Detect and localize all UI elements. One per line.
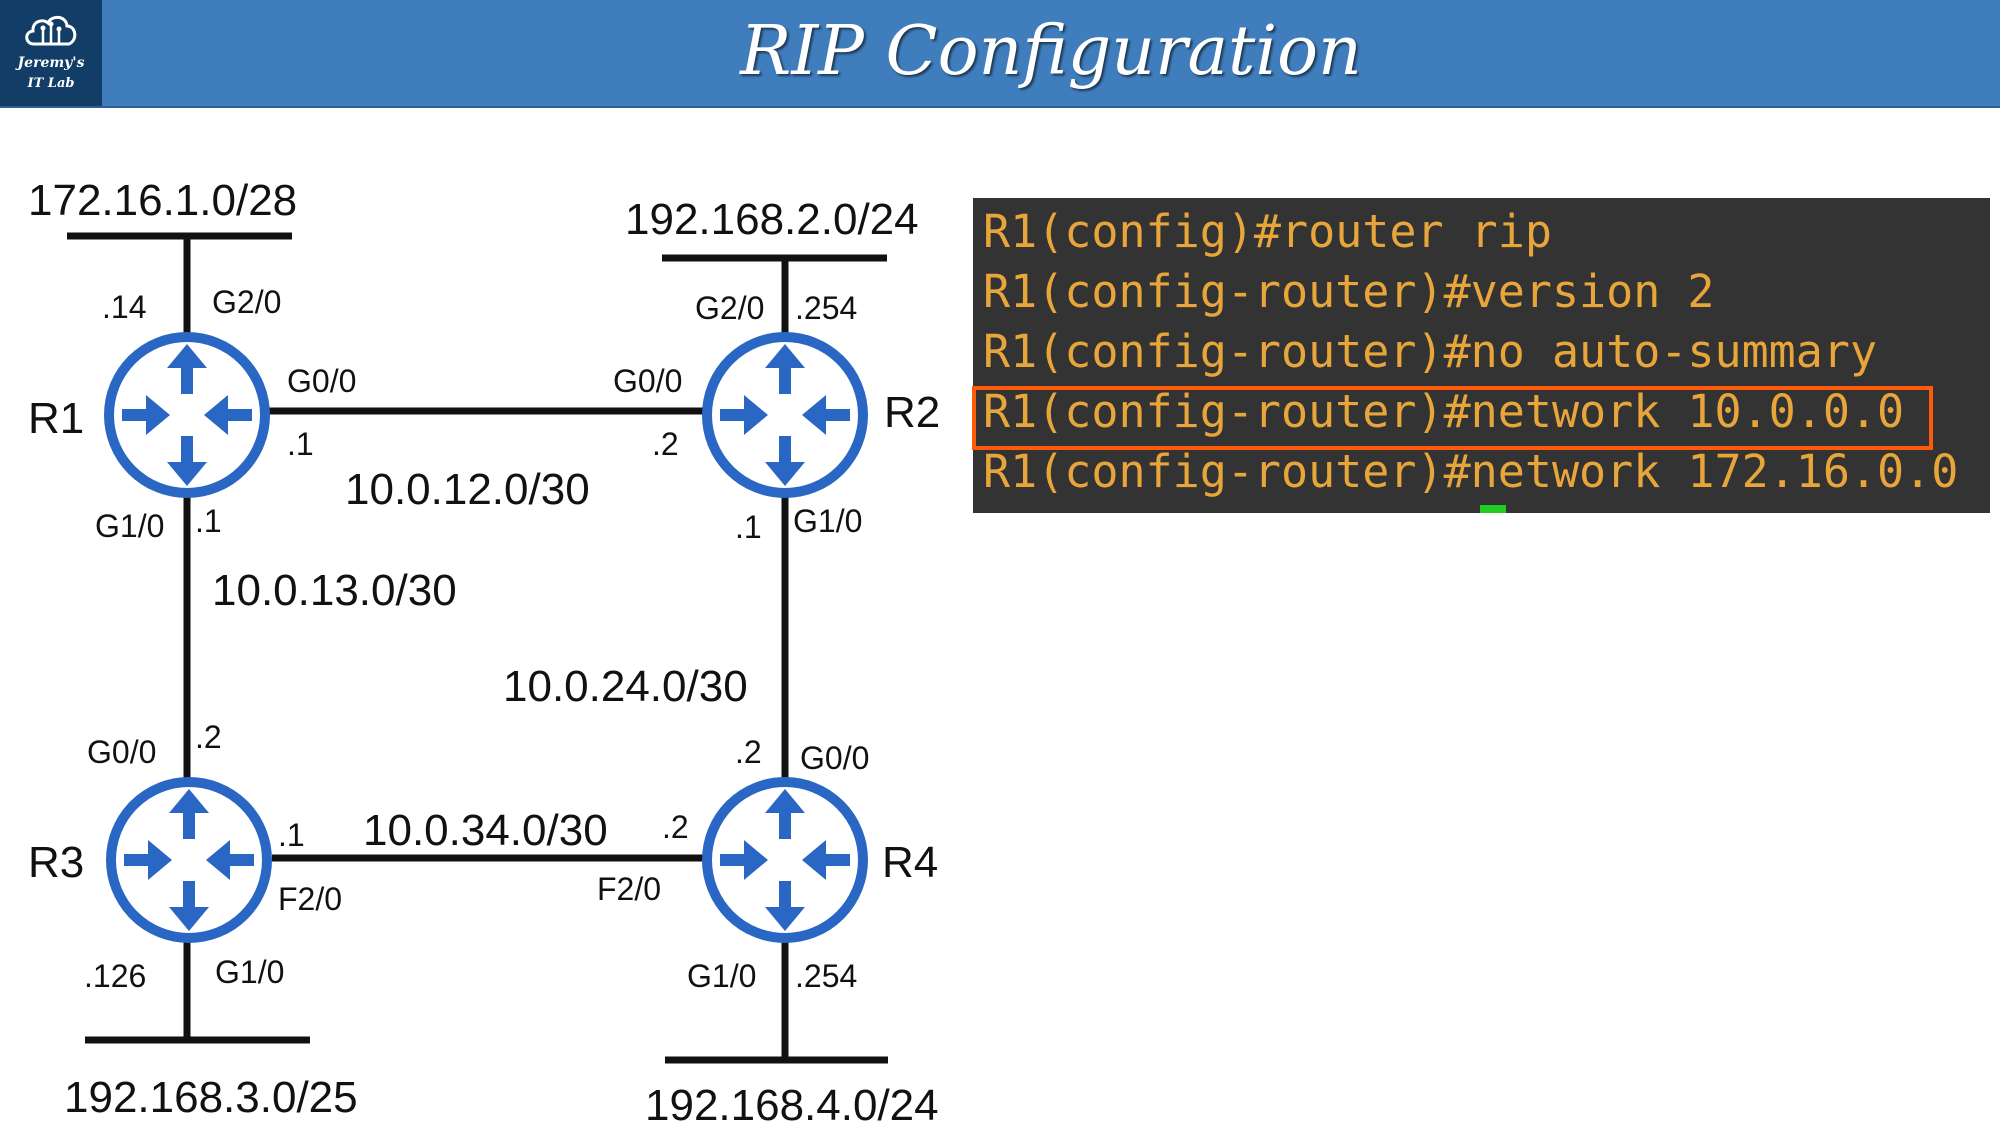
if-r2-r1: G0/0 (613, 363, 682, 399)
router-icon-r3 (111, 782, 267, 938)
command-highlight-box (972, 386, 1933, 450)
if-r1-r2: G0/0 (287, 363, 356, 399)
addr-r4-r3: .2 (662, 809, 689, 845)
if-r4-r3: F2/0 (597, 871, 661, 907)
cli-line: R1(config-router)#version 2 (983, 265, 1715, 318)
network-label-r1-lan: 172.16.1.0/28 (28, 176, 297, 225)
network-label-r4-lan: 192.168.4.0/24 (645, 1081, 939, 1130)
addr-r1-r3: .1 (195, 503, 222, 539)
router-label-r4: R4 (882, 838, 938, 887)
cli-terminal-panel: R1(config)#router rip R1(config-router)#… (973, 198, 1990, 513)
router-icon-r2 (707, 337, 863, 493)
addr-r4-lan: .254 (795, 958, 857, 994)
network-label-r2-r4: 10.0.24.0/30 (503, 662, 748, 711)
links (67, 232, 888, 1064)
terminal-cursor (1480, 505, 1506, 513)
cli-line: R1(config-router)#no auto-summary (983, 325, 1878, 378)
network-label-r1-r3: 10.0.13.0/30 (212, 566, 457, 615)
if-r2-lan: G2/0 (695, 290, 764, 326)
cloud-circuit-icon (25, 15, 77, 46)
router-icon-r4 (707, 782, 863, 938)
addr-r2-r4: .1 (735, 509, 762, 545)
logo-text-line1: Jeremy's (17, 55, 85, 71)
cli-line: R1(config)#router rip (983, 205, 1552, 258)
network-label-r3-lan: 192.168.3.0/25 (64, 1073, 358, 1122)
slide-title: RIP Configuration (740, 12, 1362, 91)
addr-r3-lan: .126 (84, 958, 146, 994)
cli-line: R1(config-router)#network 172.16.0.0 (983, 445, 1959, 498)
if-r3-r4: F2/0 (278, 881, 342, 917)
if-r4-r2: G0/0 (800, 740, 869, 776)
if-r3-lan: G1/0 (215, 954, 284, 990)
network-label-r1-r2: 10.0.12.0/30 (345, 465, 590, 514)
addr-r4-r2: .2 (735, 734, 762, 770)
if-r1-lan: G2/0 (212, 284, 281, 320)
addr-r3-r1: .2 (195, 719, 222, 755)
router-label-r2: R2 (884, 388, 940, 437)
addr-r1-r2: .1 (287, 426, 314, 462)
jeremys-it-lab-logo: Jeremy's IT Lab (0, 0, 102, 106)
addr-r2-lan: .254 (795, 290, 857, 326)
addr-r1-lan: .14 (102, 289, 146, 325)
addr-r3-r4: .1 (278, 817, 305, 853)
if-r1-r3: G1/0 (95, 508, 164, 544)
network-label-r2-lan: 192.168.2.0/24 (625, 195, 919, 244)
if-r2-r4: G1/0 (793, 503, 862, 539)
if-r3-r1: G0/0 (87, 734, 156, 770)
cli-line-highlighted: R1(config-router)#network 10.0.0.0 (983, 385, 1905, 438)
router-label-r3: R3 (28, 838, 84, 887)
if-r4-lan: G1/0 (687, 958, 756, 994)
logo-text-line2: IT Lab (27, 76, 75, 91)
title-bar: Jeremy's IT Lab RIP Configuration (0, 0, 2000, 108)
router-icon-r1 (109, 337, 265, 493)
router-label-r1: R1 (28, 394, 84, 443)
network-label-r3-r4: 10.0.34.0/30 (363, 806, 608, 855)
addr-r2-r1: .2 (652, 426, 679, 462)
